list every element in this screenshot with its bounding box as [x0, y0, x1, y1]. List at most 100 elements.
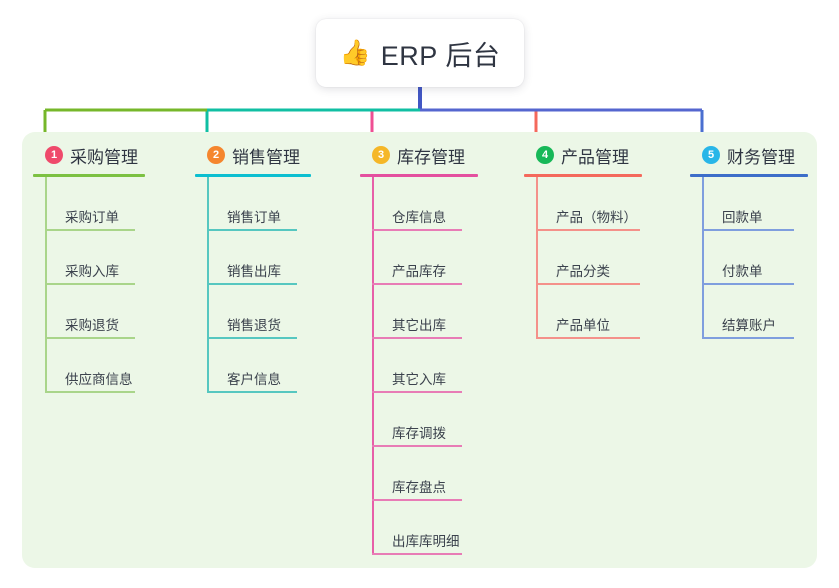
list-item[interactable]: 库存调拨	[372, 393, 478, 447]
list-item[interactable]: 销售订单	[207, 177, 311, 231]
column-badge-3: 3	[372, 146, 390, 164]
list-item[interactable]: 销售出库	[207, 231, 311, 285]
list-item-label: 产品单位	[556, 318, 610, 334]
list-item-label: 销售出库	[227, 264, 281, 280]
column-badge-1: 1	[45, 146, 63, 164]
list-item-label: 产品（物料）	[556, 210, 637, 226]
column-badge-2: 2	[207, 146, 225, 164]
column-5: 5 财务管理回款单付款单结算账户	[690, 142, 808, 339]
column-items-1: 采购订单采购入库采购退货供应商信息	[33, 177, 145, 393]
list-item-label: 客户信息	[227, 372, 281, 388]
column-spine-5	[702, 177, 704, 339]
column-spine-3	[372, 177, 374, 555]
column-1: 1 采购管理采购订单采购入库采购退货供应商信息	[33, 142, 145, 393]
column-3: 3 库存管理仓库信息产品库存其它出库其它入库库存调拨库存盘点出库库明细	[360, 142, 478, 555]
list-item[interactable]: 产品（物料）	[536, 177, 642, 231]
list-item-label: 产品库存	[392, 264, 446, 280]
root-node[interactable]: 👍 ERP 后台	[316, 19, 524, 87]
column-spine-1	[45, 177, 47, 393]
list-item-label: 付款单	[722, 264, 763, 280]
list-item-label: 回款单	[722, 210, 763, 226]
list-item-rule	[372, 445, 462, 447]
list-item-label: 库存调拨	[392, 426, 446, 442]
diagram-panel	[22, 132, 817, 568]
column-rule-4	[524, 174, 642, 177]
column-items-5: 回款单付款单结算账户	[690, 177, 808, 339]
list-item-rule	[372, 337, 462, 339]
list-item[interactable]: 结算账户	[702, 285, 808, 339]
list-item[interactable]: 回款单	[702, 177, 808, 231]
list-item[interactable]: 付款单	[702, 231, 808, 285]
list-item-rule	[702, 337, 794, 339]
list-item[interactable]: 产品单位	[536, 285, 642, 339]
column-rule-2	[195, 174, 311, 177]
list-item-label: 库存盘点	[392, 480, 446, 496]
list-item-rule	[207, 283, 297, 285]
list-item-label: 采购入库	[65, 264, 119, 280]
list-item[interactable]: 客户信息	[207, 339, 311, 393]
column-rule-5	[690, 174, 808, 177]
list-item[interactable]: 供应商信息	[45, 339, 145, 393]
list-item-label: 销售退货	[227, 318, 281, 334]
column-items-2: 销售订单销售出库销售退货客户信息	[195, 177, 311, 393]
list-item-rule	[536, 337, 640, 339]
list-item-label: 出库库明细	[392, 534, 460, 550]
list-item[interactable]: 其它出库	[372, 285, 478, 339]
list-item-label: 其它入库	[392, 372, 446, 388]
list-item[interactable]: 仓库信息	[372, 177, 478, 231]
list-item[interactable]: 采购退货	[45, 285, 145, 339]
list-item[interactable]: 库存盘点	[372, 447, 478, 501]
column-title-3: 库存管理	[397, 147, 465, 167]
list-item-rule	[45, 229, 135, 231]
list-item-rule	[702, 229, 794, 231]
column-header-5[interactable]: 5 财务管理	[690, 142, 808, 168]
column-title-5: 财务管理	[727, 147, 795, 167]
column-items-4: 产品（物料） 产品分类产品单位	[524, 177, 642, 339]
column-title-1: 采购管理	[70, 147, 138, 167]
list-item-rule	[372, 499, 462, 501]
list-item-label: 供应商信息	[65, 372, 133, 388]
list-item-label: 仓库信息	[392, 210, 446, 226]
list-item-rule	[536, 229, 640, 231]
list-item-rule	[207, 229, 297, 231]
list-item[interactable]: 产品库存	[372, 231, 478, 285]
list-item-label: 结算账户	[722, 318, 776, 334]
list-item[interactable]: 出库库明细	[372, 501, 478, 555]
column-spine-4	[536, 177, 538, 339]
list-item[interactable]: 销售退货	[207, 285, 311, 339]
list-item[interactable]: 产品分类	[536, 231, 642, 285]
list-item-rule	[536, 283, 640, 285]
list-item-label: 采购订单	[65, 210, 119, 226]
list-item-rule	[207, 391, 297, 393]
column-4: 4 产品管理产品（物料） 产品分类产品单位	[524, 142, 642, 339]
column-rule-1	[33, 174, 145, 177]
column-header-4[interactable]: 4 产品管理	[524, 142, 642, 168]
list-item-rule	[372, 553, 462, 555]
list-item[interactable]: 采购订单	[45, 177, 145, 231]
root-title: ERP 后台	[380, 40, 501, 71]
list-item[interactable]: 其它入库	[372, 339, 478, 393]
column-items-3: 仓库信息产品库存其它出库其它入库库存调拨库存盘点出库库明细	[360, 177, 478, 555]
column-badge-4: 4	[536, 146, 554, 164]
list-item-label: 其它出库	[392, 318, 446, 334]
list-item-rule	[372, 229, 462, 231]
list-item-label: 销售订单	[227, 210, 281, 226]
column-title-4: 产品管理	[561, 147, 629, 167]
list-item-label: 采购退货	[65, 318, 119, 334]
list-item-rule	[702, 283, 794, 285]
list-item[interactable]: 采购入库	[45, 231, 145, 285]
list-item-rule	[45, 337, 135, 339]
column-header-3[interactable]: 3 库存管理	[360, 142, 478, 168]
thumbs-up-icon: 👍	[339, 38, 371, 67]
column-header-1[interactable]: 1 采购管理	[33, 142, 145, 168]
list-item-rule	[207, 337, 297, 339]
list-item-label: 产品分类	[556, 264, 610, 280]
list-item-rule	[45, 283, 135, 285]
column-badge-5: 5	[702, 146, 720, 164]
column-rule-3	[360, 174, 478, 177]
list-item-rule	[372, 283, 462, 285]
list-item-rule	[372, 391, 462, 393]
